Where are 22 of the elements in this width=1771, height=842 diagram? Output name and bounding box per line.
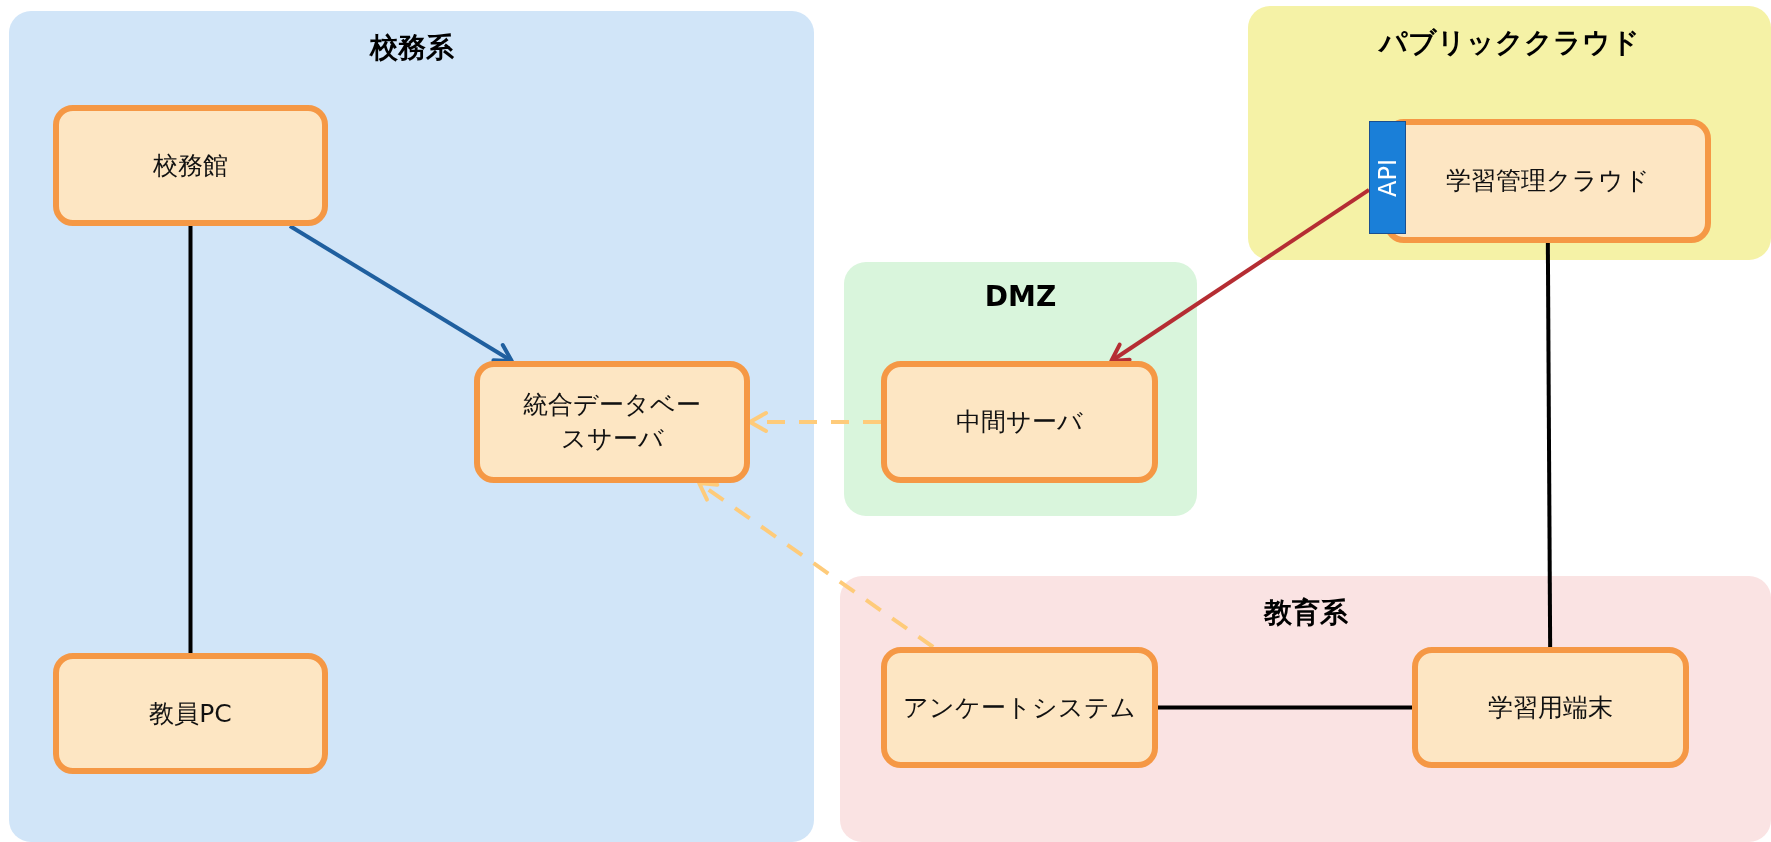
connector-line: [1545, 243, 1553, 647]
api-tab: API: [1369, 121, 1406, 234]
connector-line: [1158, 705, 1412, 710]
system-box: 統合データベースサーバ: [474, 361, 750, 483]
connector-line: [188, 226, 193, 653]
arrow: [697, 481, 935, 649]
zone-title: パブリッククラウド: [1377, 25, 1641, 61]
system-box: 中間サーバ: [881, 361, 1158, 483]
arrow: [288, 224, 514, 363]
zone-background: [9, 11, 814, 842]
system-box: アンケートシステム: [881, 647, 1158, 768]
system-box: 教員PC: [53, 653, 328, 774]
zone-title: DMZ: [983, 280, 1058, 313]
zone-background: [844, 262, 1197, 516]
arrow: [1109, 188, 1371, 363]
zone-background: [840, 576, 1771, 842]
zone-title: 校務系: [368, 30, 455, 66]
arrow: [748, 411, 881, 433]
zone-title: 教育系: [1262, 595, 1349, 631]
system-box: 学習用端末: [1412, 647, 1689, 768]
system-box: 校務館: [53, 105, 328, 226]
zone-background: [1248, 6, 1771, 260]
